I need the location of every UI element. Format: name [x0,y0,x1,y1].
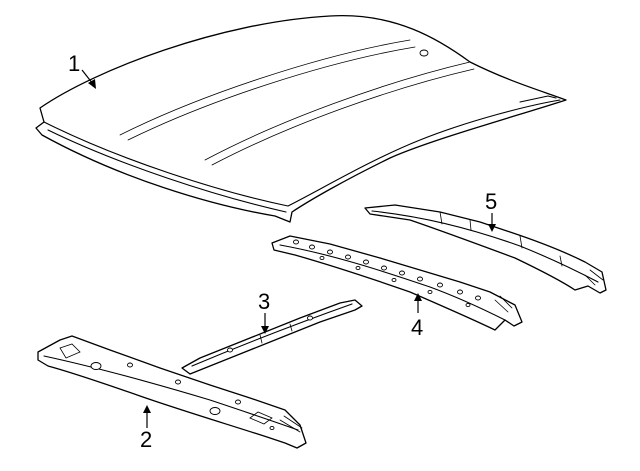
callout-2: 2 [140,405,152,452]
callout-3-label: 3 [258,289,270,314]
callout-2-label: 2 [140,427,152,452]
callout-4-label: 4 [411,315,423,340]
roof-bow-part-4 [271,235,523,331]
roof-bow-holes [293,239,481,308]
callout-5: 5 [485,189,497,232]
center-roof-bow-part-3 [181,299,363,375]
callout-1: 1 [68,51,96,89]
callout-1-label: 1 [68,51,80,76]
callout-4: 4 [411,293,423,340]
roof-panel-part-1 [35,14,567,223]
rear-roof-header-part-5 [364,204,607,294]
callout-3: 3 [258,289,270,334]
callout-5-label: 5 [485,189,497,214]
front-roof-header-part-2 [37,335,307,449]
